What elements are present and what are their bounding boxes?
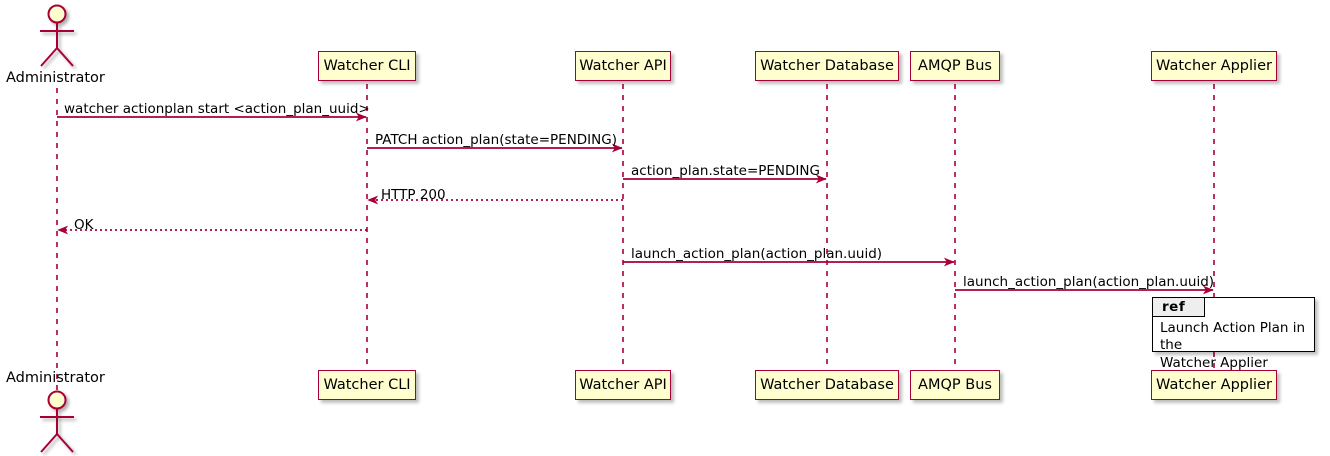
- participant-box-watcher-applier-bottom[interactable]: Watcher Applier: [1151, 370, 1277, 400]
- ref-body-line-1: Launch Action Plan in the: [1160, 320, 1306, 354]
- participant-label: AMQP Bus: [918, 57, 992, 74]
- participant-label: Watcher Database: [760, 57, 894, 74]
- participant-box-watcher-applier-top[interactable]: Watcher Applier: [1151, 51, 1277, 81]
- participant-label: AMQP Bus: [918, 376, 992, 393]
- actor-name: Administrator: [6, 70, 105, 86]
- message-label-5: OK: [74, 217, 94, 233]
- participant-label: Watcher CLI: [323, 57, 411, 74]
- participant-label: Watcher Applier: [1156, 57, 1272, 74]
- ref-tab-label: ref: [1162, 299, 1186, 315]
- lifelines: [56, 84, 1215, 398]
- actor-label-administrator-bottom: Administrator: [6, 371, 105, 386]
- participant-box-watcher-cli-bottom[interactable]: Watcher CLI: [318, 370, 416, 400]
- actor-administrator-top: [40, 4, 74, 67]
- participant-label: Watcher CLI: [323, 376, 411, 393]
- participant-box-watcher-api-top[interactable]: Watcher API: [575, 51, 671, 81]
- participant-label: Watcher API: [579, 57, 667, 74]
- actor-label-administrator-top: Administrator: [6, 71, 105, 86]
- participant-box-watcher-api-bottom[interactable]: Watcher API: [575, 370, 671, 400]
- participant-box-watcher-cli-top[interactable]: Watcher CLI: [318, 51, 416, 81]
- message-label-1: watcher actionplan start <action_plan_uu…: [64, 101, 370, 117]
- participant-label: Watcher Applier: [1156, 376, 1272, 393]
- participant-label: Watcher API: [579, 376, 667, 393]
- actor-administrator-bottom: [40, 390, 74, 453]
- message-label-2: PATCH action_plan(state=PENDING): [375, 132, 617, 148]
- message-label-4: HTTP 200: [381, 187, 446, 203]
- ref-fragment[interactable]: ref Launch Action Plan in the Watcher Ap…: [1152, 297, 1315, 371]
- message-label-3: action_plan.state=PENDING: [631, 163, 820, 179]
- participant-label: Watcher Database: [760, 376, 894, 393]
- participant-box-watcher-database-bottom[interactable]: Watcher Database: [755, 370, 899, 400]
- participant-box-watcher-database-top[interactable]: Watcher Database: [755, 51, 899, 81]
- message-label-6: launch_action_plan(action_plan.uuid): [631, 246, 883, 262]
- participant-box-amqp-bus-top[interactable]: AMQP Bus: [910, 51, 1000, 81]
- message-label-7: launch_action_plan(action_plan.uuid): [963, 274, 1215, 290]
- ref-fragment-body: Launch Action Plan in the Watcher Applie…: [1160, 320, 1310, 372]
- message-arrows: [57, 112, 1214, 295]
- ref-fragment-tab: ref: [1153, 298, 1205, 317]
- participant-box-amqp-bus-bottom[interactable]: AMQP Bus: [910, 370, 1000, 400]
- ref-body-line-2: Watcher Applier: [1160, 354, 1268, 371]
- actor-name: Administrator: [6, 370, 105, 386]
